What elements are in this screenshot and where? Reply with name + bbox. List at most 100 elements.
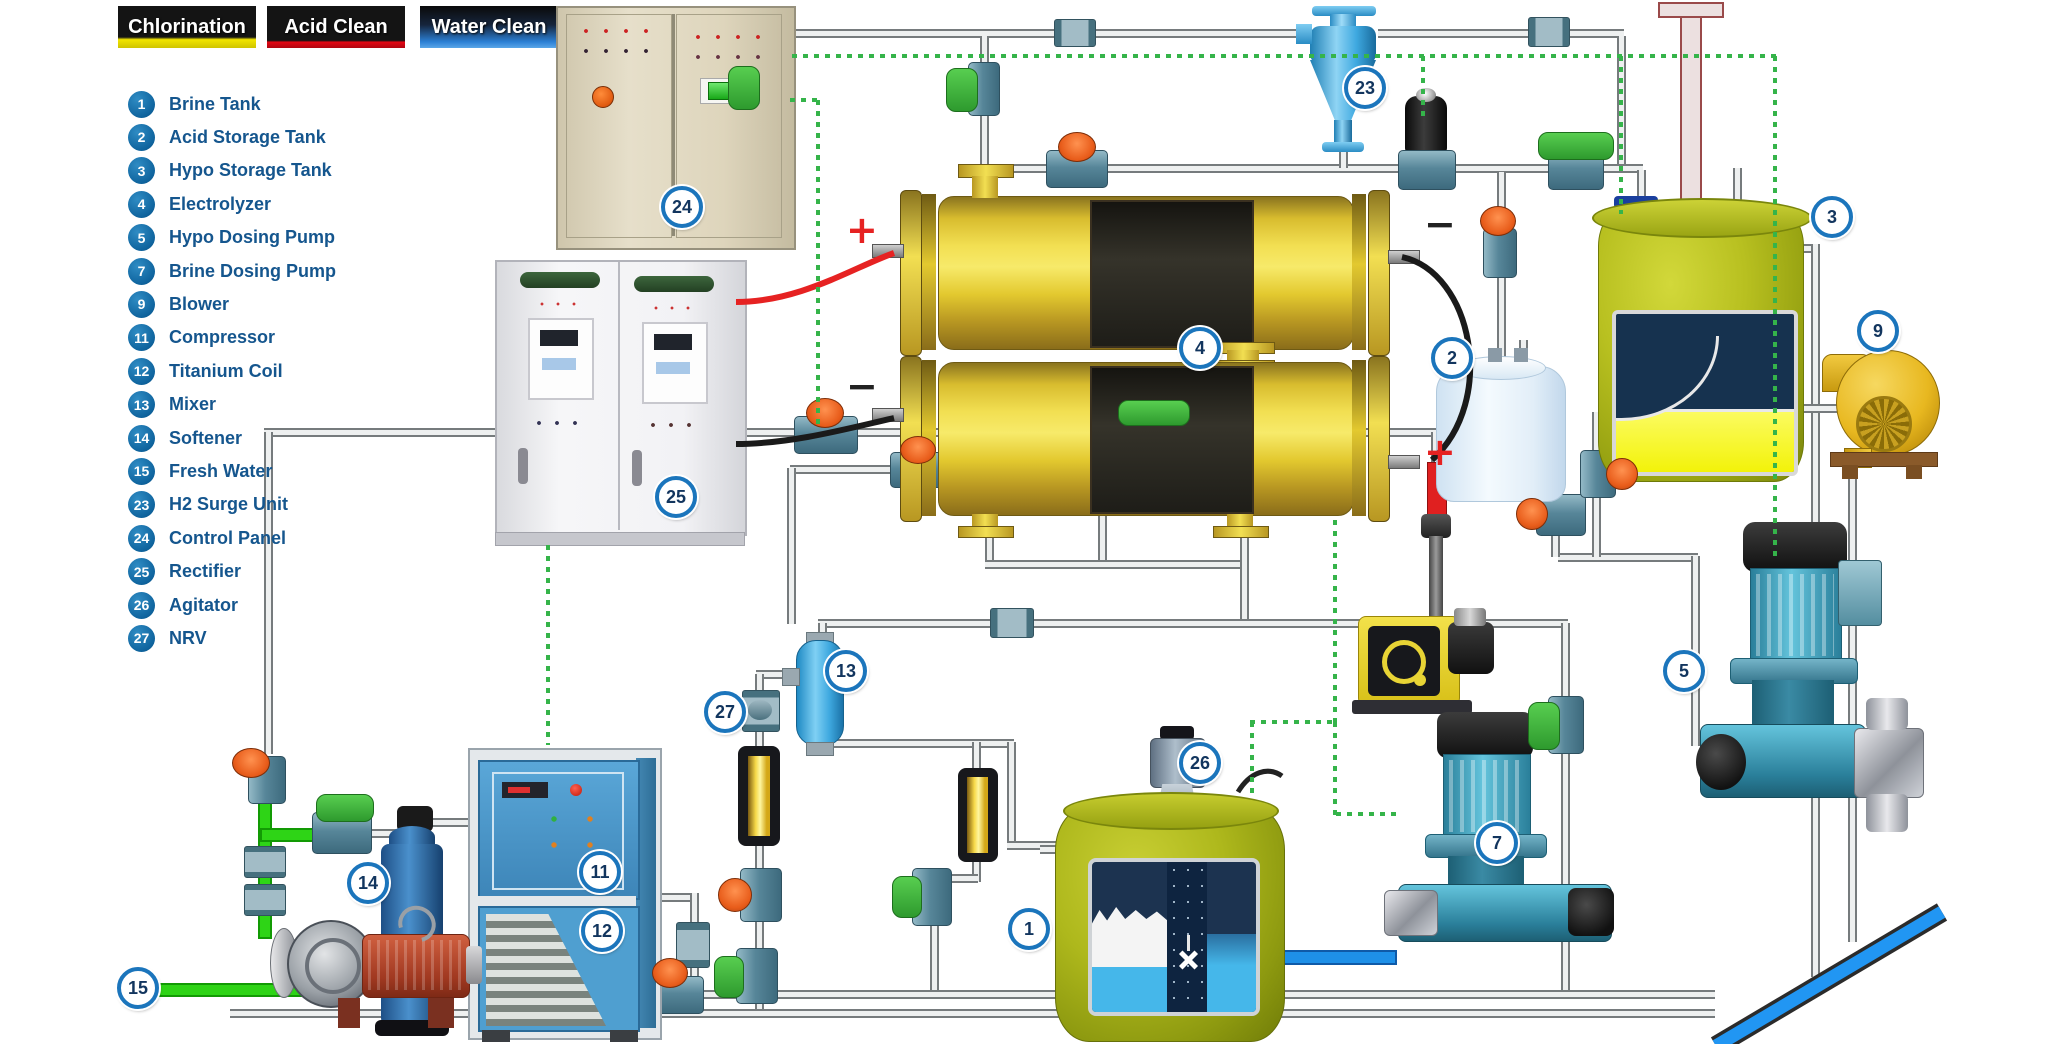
badge-h2-surge-unit: 23 [1344, 67, 1386, 109]
salt-pile [1092, 907, 1168, 976]
control-line [1333, 722, 1337, 815]
ball-valve-lever [946, 68, 978, 112]
control-line [1250, 720, 1336, 724]
blower-stand-leg [1906, 465, 1922, 479]
vent-pipe-cap [1658, 2, 1724, 18]
hydrocyclone-inlet [1296, 24, 1312, 44]
pump7-cap [1437, 712, 1533, 758]
legend-label: Chlorination [128, 15, 246, 38]
solenoid-valve-body [1398, 150, 1456, 190]
acid-tank-port [1488, 348, 1502, 362]
list-item-label: Hypo Storage Tank [169, 160, 332, 181]
electrolyzer-flange [1368, 190, 1390, 356]
hydrocyclone-body [1310, 26, 1376, 64]
brine-tank-cutaway [1088, 858, 1260, 1016]
list-item-label: Fresh Water [169, 460, 273, 481]
badge-control-panel: 24 [661, 186, 703, 228]
badge-brine-tank: 1 [1008, 908, 1050, 950]
pipe-segment [1378, 29, 1624, 38]
list-item-number: 13 [128, 391, 155, 419]
rectifier-display-screen [540, 330, 578, 346]
badge-brine-dosing-pump: 7 [1476, 822, 1518, 864]
pipe-segment [368, 829, 402, 838]
pipe-segment [264, 432, 273, 754]
pipe-segment [1040, 845, 1062, 854]
pump5-pedestal [1752, 680, 1834, 726]
control-line [1250, 722, 1254, 797]
electrolyzer-flange [900, 190, 922, 356]
rectifier-vent [520, 272, 600, 288]
rectifier-display-label [656, 362, 690, 374]
ball-valve-lever [1118, 400, 1190, 426]
pump5-ss-fitting [1866, 698, 1908, 730]
legend-chip-water-clean: Water Clean [420, 6, 558, 48]
valve-handwheel [652, 958, 688, 988]
rectifier-handle [518, 448, 528, 484]
rectifier-base [495, 532, 745, 546]
pipe-segment [1551, 535, 1560, 557]
control-line [1773, 56, 1777, 559]
vent-pipe [1680, 12, 1702, 206]
badge-fresh-water: 15 [117, 967, 159, 1009]
pump5-bracket [1838, 560, 1882, 626]
list-item-number: 25 [128, 558, 155, 586]
indicator-lights [688, 32, 776, 42]
valve-handwheel [806, 398, 844, 428]
rectifier-display-label [542, 358, 576, 370]
brine-tank-rim [1063, 792, 1279, 830]
pipe-segment [230, 1009, 1715, 1018]
titanium-coil-window [478, 906, 640, 1032]
list-item-number: 24 [128, 524, 155, 552]
hypo-liquid [1616, 408, 1794, 472]
list-item-number: 5 [128, 224, 155, 252]
list-item-number: 2 [128, 123, 155, 151]
list-item-number: 15 [128, 457, 155, 485]
electrolyzer-flange [922, 194, 936, 350]
indicator-lights [576, 26, 664, 36]
dc-cable-positive [735, 250, 896, 305]
electrolyzer-nozzle [958, 526, 1014, 538]
list-item-label: Compressor [169, 327, 276, 348]
pipe-segment [972, 742, 981, 770]
pipe-segment [930, 918, 939, 995]
control-line [792, 54, 1777, 58]
pipe-segment [1592, 493, 1601, 557]
list-item-label: Brine Tank [169, 93, 261, 114]
list-item-label: Electrolyzer [169, 193, 272, 214]
control-line [1336, 812, 1396, 816]
badge-acid-storage-tank: 2 [1431, 337, 1473, 379]
pump15-volute-ring [305, 938, 361, 994]
badge-hypo-storage-tank: 3 [1811, 196, 1853, 238]
badge-hypo-dosing-pump: 5 [1663, 650, 1705, 692]
valve-handwheel [1516, 498, 1548, 530]
cabinet-foot [610, 1030, 638, 1042]
pump15-shaft-end [466, 946, 482, 984]
control-line [546, 545, 550, 745]
polarity-plus: + [1424, 430, 1456, 474]
legend-label: Water Clean [431, 15, 547, 38]
ball-valve-lever [728, 66, 760, 110]
nrv-body [748, 700, 772, 720]
acid-tank-port [1514, 348, 1528, 362]
badge-titanium-coil: 12 [581, 910, 623, 952]
pipe-segment [985, 560, 1247, 569]
list-item-number: 27 [128, 624, 155, 652]
list-item-label: Agitator [169, 594, 238, 615]
compressor-panel [492, 772, 624, 890]
compressor-buttons-row [504, 838, 604, 852]
badge-nrv: 27 [704, 691, 746, 733]
hydrocyclone-cap [1312, 6, 1376, 16]
pump7-ss-inlet [1384, 890, 1438, 936]
pipe-segment [933, 874, 978, 883]
pipe-segment [822, 739, 1014, 748]
list-item-number: 9 [128, 290, 155, 318]
valve-handwheel [900, 436, 936, 464]
pump5-fins [1756, 574, 1834, 656]
hypo-tank-cutaway [1612, 310, 1798, 476]
pipe-union [1528, 17, 1570, 47]
pipe-segment [1339, 146, 1348, 168]
